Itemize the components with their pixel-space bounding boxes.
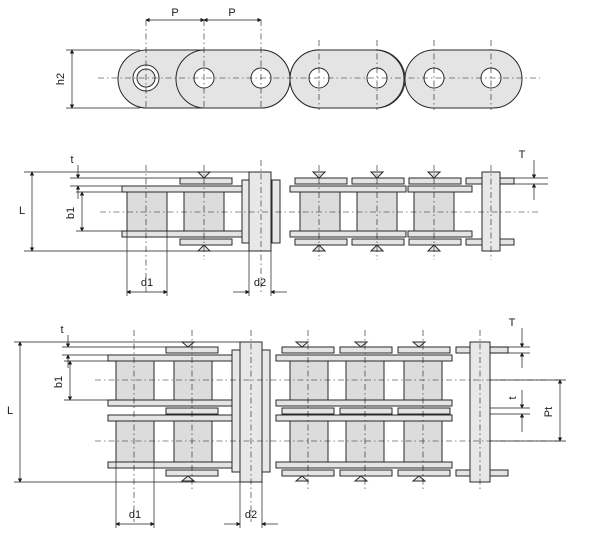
roller	[126, 191, 168, 232]
T-label: T	[519, 149, 526, 161]
duplex-plan-view: t b1 L T t Pt d1	[7, 317, 566, 528]
h2-label: h2	[55, 73, 67, 85]
chain-plate	[175, 49, 291, 109]
side-view: P P h2	[55, 7, 540, 110]
Pt-label: Pt	[543, 407, 555, 417]
pitch-label: P	[228, 7, 235, 19]
connecting-pin	[248, 171, 272, 252]
d2-label: d2	[254, 277, 266, 289]
pitch-label: P	[171, 7, 178, 19]
L-label: L	[19, 205, 25, 217]
t-label: t	[60, 324, 63, 336]
t-label: t	[507, 396, 519, 399]
L-label: L	[7, 405, 13, 417]
outer-plate	[179, 177, 233, 185]
t-label: t	[70, 154, 73, 166]
b1-label: b1	[53, 376, 65, 388]
chain-plate	[404, 49, 523, 109]
d1-label: d1	[129, 509, 141, 521]
chain-plate	[289, 49, 405, 109]
b1-label: b1	[65, 207, 77, 219]
simplex-plan-view: t b1 L T d1 d2	[19, 149, 548, 296]
outer-plate	[179, 238, 233, 246]
d1-label: d1	[141, 277, 153, 289]
T-label: T	[509, 317, 516, 329]
d2-label: d2	[245, 509, 257, 521]
